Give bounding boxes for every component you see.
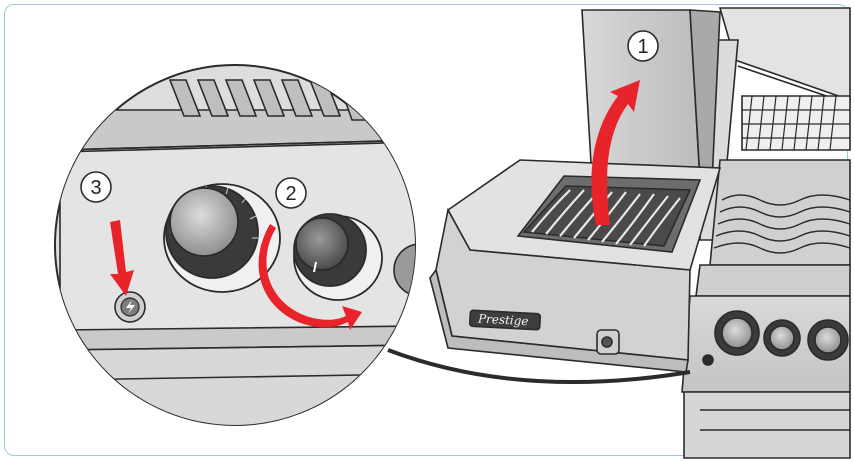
- step-number-1: 1: [637, 36, 648, 58]
- main-grill: [681, 7, 851, 459]
- step-badge-1: 1: [627, 30, 659, 62]
- step-badge-2: 2: [275, 177, 307, 209]
- brand-label: Prestige: [477, 312, 529, 329]
- red-arrow-lift-lid: [591, 80, 640, 225]
- red-arrow-turn-knob: [258, 224, 362, 330]
- side-burner-knob: [293, 213, 383, 301]
- zoom-connector: [387, 348, 691, 384]
- step-number-3: 3: [90, 177, 101, 199]
- main-knob: [163, 183, 281, 293]
- step-number-2: 2: [285, 183, 296, 205]
- red-arrow-press-ignition: [110, 220, 134, 296]
- ignition-icon: [126, 300, 135, 314]
- side-burner: [429, 9, 722, 373]
- ignition-button: [114, 291, 146, 323]
- step-badge-3: 3: [80, 171, 112, 203]
- zoom-circle: [54, 64, 416, 426]
